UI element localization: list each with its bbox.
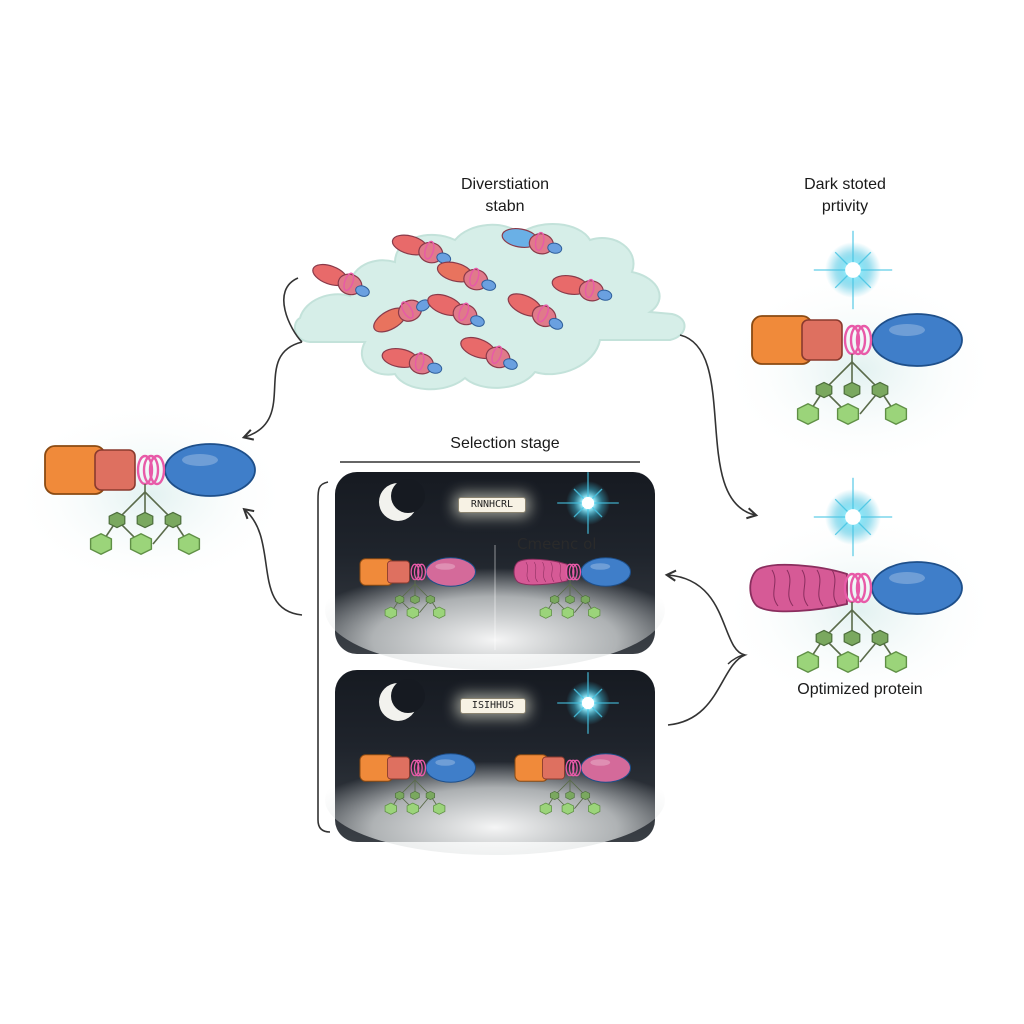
variant-protein-2 — [501, 228, 563, 255]
moon-icon-top — [379, 479, 425, 521]
selection-bracket — [317, 481, 331, 833]
panel-bottom-protein-right-linker — [565, 759, 582, 781]
protein-optimized-domain-b — [871, 561, 963, 615]
protein-optimized — [749, 561, 963, 673]
arrow-loop-left — [283, 277, 303, 343]
diversification-label-line2: stabn — [485, 198, 525, 215]
moon-icon-bottom — [379, 679, 425, 721]
variant-protein-4 — [436, 261, 497, 291]
panel-bottom-protein-left-domain-b — [425, 753, 476, 783]
protein-dark-state-branches — [796, 361, 908, 425]
diversification-cloud — [293, 223, 686, 391]
variant-protein-pool — [312, 228, 613, 375]
halo-left — [10, 400, 290, 590]
dark-state-activity-label: Dark stoted prtivity — [770, 174, 920, 218]
arrow-curl — [727, 654, 746, 665]
diversification-label-line1: Diverstiation — [460, 176, 550, 193]
panel-bottom-protein-right-domain-b — [580, 753, 631, 783]
panel-bottom-tag: ISIHHUS — [460, 698, 526, 714]
star-icon-panel-top — [557, 472, 619, 534]
protein-dark-state — [751, 313, 963, 425]
panel-top-protein-right-domain-b — [580, 557, 631, 587]
panel-bottom-protein-left-branches — [384, 779, 446, 815]
arrow-selection-to-left — [242, 507, 303, 616]
protein-left-linker — [136, 454, 166, 492]
panel-top-protein-left-branches — [384, 583, 446, 619]
arrow-cloud-to-right — [679, 334, 759, 520]
halo-right-bottom — [720, 510, 1000, 710]
protein-dark-state-domain-b — [871, 313, 963, 367]
panel-bottom-protein-right — [514, 753, 631, 815]
panel-bottom-protein-left-linker — [410, 759, 427, 781]
protein-left — [44, 443, 256, 555]
panel-top-protein-left — [359, 557, 476, 619]
variant-protein-3 — [312, 263, 370, 297]
protein-left-branches — [89, 491, 201, 555]
protein-dark-state-linker — [843, 324, 873, 362]
selection-stage-label: Selection stage — [450, 435, 560, 452]
variant-protein-6 — [373, 299, 431, 333]
star-icon-panel-bottom — [557, 672, 619, 734]
protein-optimized-linker — [843, 572, 873, 610]
protein-left-domain-b — [164, 443, 256, 497]
dark-label-line1: Dark stoted — [804, 176, 886, 193]
variant-protein-8 — [507, 293, 564, 330]
arrow-cloud-to-left — [241, 341, 303, 441]
variant-protein-7 — [427, 293, 485, 327]
variant-protein-10 — [460, 336, 518, 370]
panel-top-protein-left-domain-b — [425, 557, 476, 587]
star-icon-dark-state — [813, 230, 893, 310]
variant-protein-9 — [381, 348, 443, 375]
optimized-protein-label: Optimized protein — [797, 681, 923, 698]
panel-bottom-protein-right-branches — [539, 779, 601, 815]
diversification-stage-label: Diverstiation stabn — [420, 174, 590, 218]
variant-protein-1 — [391, 234, 452, 264]
star-icon-optimized — [813, 477, 893, 557]
protein-optimized-branches — [796, 609, 908, 673]
panel-bottom-protein-left — [359, 753, 476, 815]
panel-top-protein-left-linker — [410, 563, 427, 585]
panel-top-protein-right-branches — [539, 583, 601, 619]
panel-top-protein-right-linker — [565, 563, 582, 585]
panel-top-tag: RNNHCRL — [458, 497, 526, 513]
panel-top-protein-right — [513, 557, 631, 619]
variant-protein-5 — [551, 275, 613, 302]
dark-label-line2: prtivity — [821, 198, 869, 215]
panel-top-caption: Cmeenc ol — [517, 535, 597, 553]
